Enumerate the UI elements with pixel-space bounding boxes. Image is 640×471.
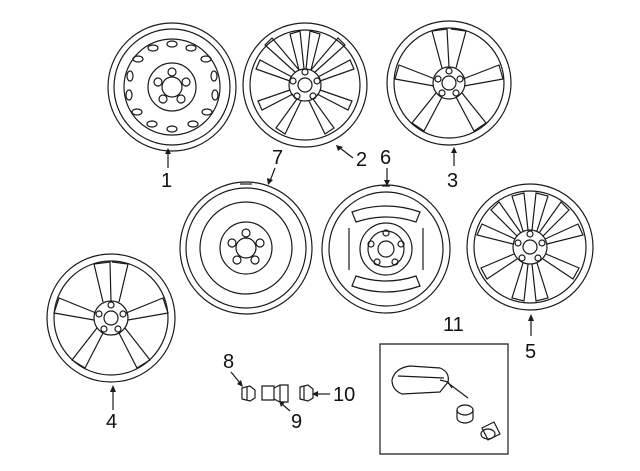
callout-4: 4: [106, 411, 118, 433]
spokes: [477, 193, 583, 301]
alloy-wheel-4: [47, 254, 175, 382]
callout-7: 7: [272, 147, 284, 169]
callout-9: 9: [291, 411, 303, 433]
leader-lines: [110, 145, 534, 411]
spare-wheel-7: [180, 182, 312, 314]
callout-2: 2: [356, 149, 368, 171]
callout-8: 8: [223, 351, 235, 373]
alloy-wheel-3: [387, 21, 511, 145]
alloy-wheel-2: [243, 23, 367, 147]
wheel-nut-10: [300, 385, 313, 401]
alloy-wheel-5: [467, 184, 593, 310]
callout-11: 11: [443, 314, 464, 336]
vent-holes: [126, 41, 218, 132]
steel-wheel-1: [108, 23, 236, 151]
callout-6: 6: [380, 147, 392, 169]
spokes: [395, 29, 503, 131]
spare-wheel-6: [322, 185, 450, 313]
spokes: [256, 31, 354, 134]
callout-1: 1: [161, 170, 173, 192]
lug-nut-9: [262, 385, 288, 402]
tpms-kit-11: [380, 344, 508, 454]
callout-10: 10: [333, 384, 356, 406]
callout-3: 3: [447, 170, 459, 192]
wheel-nut-8: [242, 386, 255, 401]
callout-5: 5: [525, 341, 537, 363]
spokes: [54, 262, 168, 368]
